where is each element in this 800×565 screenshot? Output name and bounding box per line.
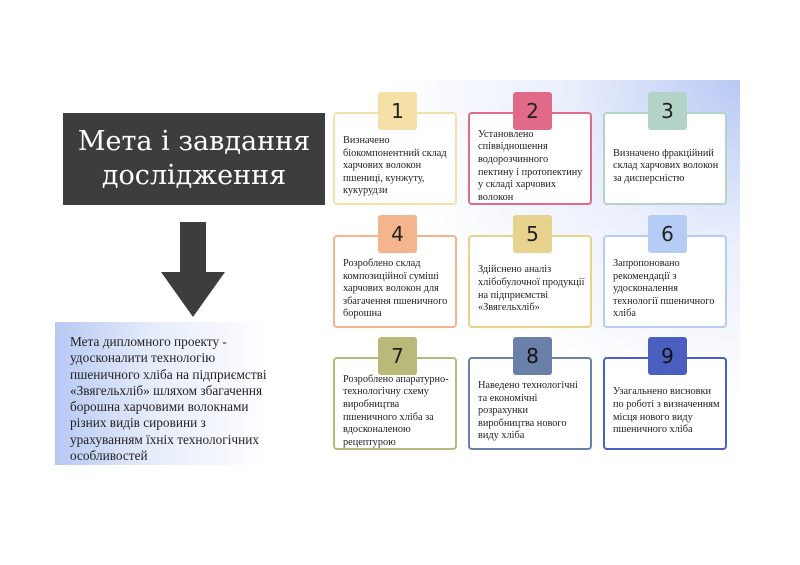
task-text: Визначено біокомпонентний склад харчових… <box>343 135 447 197</box>
task-text: Розроблено апаратурно-технологічну схему… <box>343 373 449 448</box>
task-number-badge: 7 <box>378 337 417 375</box>
task-number-badge: 5 <box>513 215 552 253</box>
goal-box: Мета дипломного проекту - удосконалити т… <box>55 322 270 465</box>
task-text: Розроблено склад композиційної суміші ха… <box>343 258 448 320</box>
task-number-badge: 8 <box>513 337 552 375</box>
title-text: Мета і завдання дослідження <box>77 126 311 191</box>
task-text: Установлено співвідношення водорозчинног… <box>478 128 583 203</box>
task-text: Узагальнено висновки по роботі з визначе… <box>613 386 720 436</box>
task-text: Запропоновано рекомендації з удосконален… <box>613 258 715 320</box>
down-arrow-icon <box>161 222 225 317</box>
task-number-badge: 4 <box>378 215 417 253</box>
task-number-badge: 3 <box>648 92 687 130</box>
slide-title: Мета і завдання дослідження <box>63 113 325 205</box>
task-card: Здійснено аналіз хлібобулочної продукції… <box>468 235 592 328</box>
task-text: Наведено технологічні та економічні розр… <box>478 380 578 442</box>
task-text: Визначено фракційний склад харчових воло… <box>613 147 719 184</box>
task-number-badge: 2 <box>513 92 552 130</box>
task-number-badge: 6 <box>648 215 687 253</box>
task-number-badge: 9 <box>648 337 687 375</box>
goal-text: Мета дипломного проекту - удосконалити т… <box>70 334 267 464</box>
task-text: Здійснено аналіз хлібобулочної продукції… <box>478 264 585 314</box>
task-number-badge: 1 <box>378 92 417 130</box>
